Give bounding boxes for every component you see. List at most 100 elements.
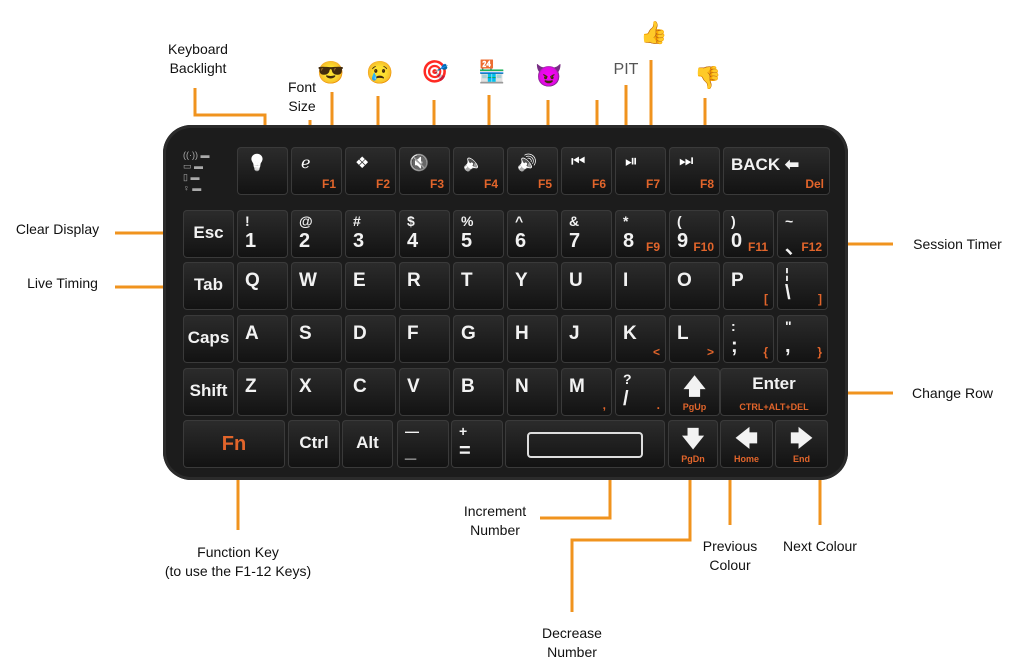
- key-l[interactable]: L>: [669, 315, 720, 363]
- key-v[interactable]: V: [399, 368, 450, 416]
- key-sub-label: PgDn: [681, 454, 705, 464]
- key-label: Enter: [752, 374, 796, 393]
- key-label: I: [623, 270, 629, 291]
- key-semicolon[interactable]: :;{: [723, 315, 774, 363]
- key-shift[interactable]: Shift: [183, 368, 234, 416]
- key-f[interactable]: F: [399, 315, 450, 363]
- key-n[interactable]: N: [507, 368, 558, 416]
- key-b[interactable]: B: [453, 368, 504, 416]
- key-f1-icon: ℯ: [301, 155, 311, 172]
- key-f8[interactable]: ⏭F8: [669, 147, 720, 195]
- key-k[interactable]: K<: [615, 315, 666, 363]
- key-pipe[interactable]: ¦\]: [777, 262, 828, 310]
- key-backlight[interactable]: 💡: [237, 147, 288, 195]
- key-2[interactable]: @2: [291, 210, 342, 258]
- key-label: Shift: [189, 381, 228, 400]
- key-g[interactable]: G: [453, 315, 504, 363]
- key-label: B: [461, 376, 475, 397]
- key-a[interactable]: A: [237, 315, 288, 363]
- key-fn-label: ]: [818, 292, 822, 306]
- label-session-timer: Session Timer: [913, 236, 1002, 252]
- key-sub-label: End: [793, 454, 810, 464]
- key-q[interactable]: Q: [237, 262, 288, 310]
- key-x[interactable]: X: [291, 368, 342, 416]
- key-ctrl[interactable]: Ctrl: [288, 420, 340, 468]
- key-i[interactable]: I: [615, 262, 666, 310]
- key-label: N: [515, 376, 529, 397]
- label-clear-display: Clear Display: [15, 221, 100, 237]
- key-back[interactable]: BACK ⬅Del: [723, 147, 830, 195]
- key-f7-icon: ⏯: [625, 153, 638, 170]
- key-shift-symbol: ¦: [785, 265, 789, 281]
- key-label: 0: [731, 230, 743, 252]
- key-r[interactable]: R: [399, 262, 450, 310]
- key-y[interactable]: Y: [507, 262, 558, 310]
- key-slash[interactable]: ?/.: [615, 368, 666, 416]
- key-label: W: [299, 270, 317, 291]
- key-e[interactable]: E: [345, 262, 396, 310]
- key-j[interactable]: J: [561, 315, 612, 363]
- key-3[interactable]: #3: [345, 210, 396, 258]
- label-pit: PIT: [613, 61, 639, 78]
- key-esc[interactable]: Esc: [183, 210, 234, 258]
- key-w[interactable]: W: [291, 262, 342, 310]
- key-minus[interactable]: —_: [397, 420, 449, 468]
- key-f2-icon: ❖: [355, 155, 370, 172]
- key-label: 4: [407, 230, 419, 252]
- key-quote[interactable]: ",}: [777, 315, 828, 363]
- key-backlight-icon: 💡: [247, 155, 267, 172]
- key-fn[interactable]: Fn: [183, 420, 285, 468]
- key-p[interactable]: P[: [723, 262, 774, 310]
- key-f5[interactable]: 🔊F5: [507, 147, 558, 195]
- key-f2[interactable]: ❖F2: [345, 147, 396, 195]
- key-f7[interactable]: ⏯F7: [615, 147, 666, 195]
- key-up[interactable]: 🡅PgUp: [669, 368, 720, 416]
- key-t[interactable]: T: [453, 262, 504, 310]
- key-left[interactable]: 🡄Home: [720, 420, 773, 468]
- arrow-icon: 🡆: [790, 426, 813, 451]
- key-5[interactable]: %5: [453, 210, 504, 258]
- key-1[interactable]: !1: [237, 210, 288, 258]
- key-f3[interactable]: 🔇F3: [399, 147, 450, 195]
- key-h[interactable]: H: [507, 315, 558, 363]
- key-space[interactable]: [505, 420, 665, 468]
- key-6[interactable]: ^6: [507, 210, 558, 258]
- key-s[interactable]: S: [291, 315, 342, 363]
- key-shift-symbol: &: [569, 213, 580, 229]
- key-caps[interactable]: Caps: [183, 315, 234, 363]
- key-fn-label: >: [706, 345, 714, 359]
- key-fn-label: {: [763, 345, 768, 359]
- key-label: A: [245, 323, 259, 344]
- key-m[interactable]: M,: [561, 368, 612, 416]
- key-f4[interactable]: 🔈F4: [453, 147, 504, 195]
- key-down[interactable]: 🡇PgDn: [668, 420, 718, 468]
- key-right[interactable]: 🡆 End: [775, 420, 828, 468]
- key-alt[interactable]: Alt: [342, 420, 393, 468]
- key-shift-symbol: ): [731, 213, 736, 229]
- key-u[interactable]: U: [561, 262, 612, 310]
- key-label: BACK ⬅: [731, 155, 800, 174]
- key-o[interactable]: O: [669, 262, 720, 310]
- key-c[interactable]: C: [345, 368, 396, 416]
- emoji-garage-icon: 🏪: [478, 59, 506, 84]
- key-d[interactable]: D: [345, 315, 396, 363]
- label-live-timing: Live Timing: [27, 275, 98, 291]
- key-label: X: [299, 376, 312, 397]
- key-label: K: [623, 323, 637, 344]
- emoji-cool-icon: 😎: [317, 60, 345, 85]
- key-tilde[interactable]: ~、F12: [777, 210, 828, 258]
- key-z[interactable]: Z: [237, 368, 288, 416]
- key-7[interactable]: &7: [561, 210, 612, 258]
- key-4[interactable]: $4: [399, 210, 450, 258]
- key-f6[interactable]: ⏮F6: [561, 147, 612, 195]
- key-fn-label: F10: [693, 240, 714, 254]
- key-shift-symbol: *: [623, 213, 629, 229]
- key-plus[interactable]: +=: [451, 420, 503, 468]
- key-tab[interactable]: Tab: [183, 262, 234, 310]
